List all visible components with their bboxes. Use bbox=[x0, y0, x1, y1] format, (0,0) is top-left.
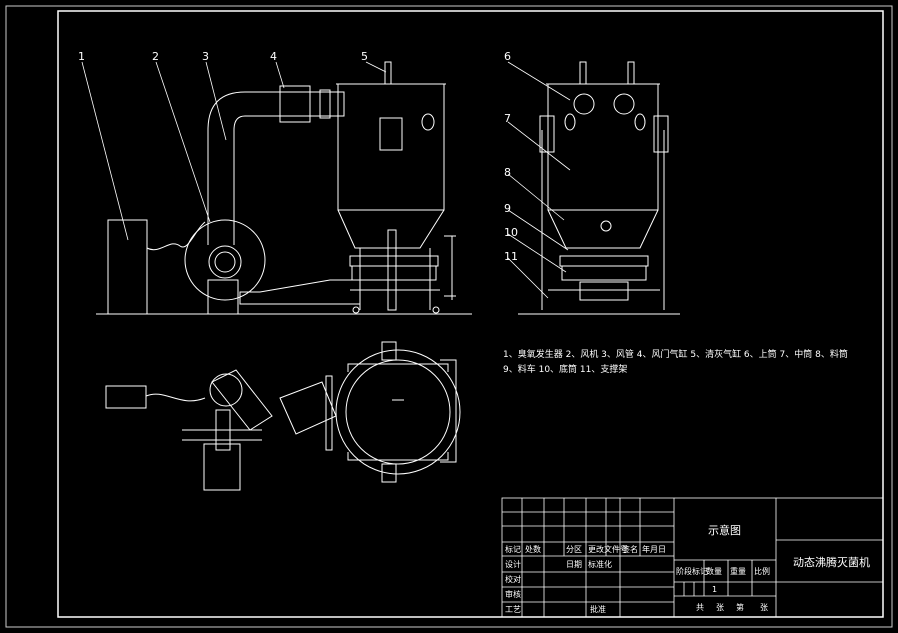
callout-2: 2 bbox=[152, 50, 159, 63]
front-elevation bbox=[96, 61, 472, 315]
callout-6: 6 bbox=[504, 50, 511, 63]
callout-labels: 1 2 3 4 5 6 7 8 9 10 11 bbox=[78, 50, 518, 263]
tb-qty: 数量 bbox=[706, 566, 722, 576]
tb-qty-value: 1 bbox=[712, 585, 717, 594]
callout-3: 3 bbox=[202, 50, 209, 63]
tb-weight: 重量 bbox=[730, 566, 746, 576]
tb-review: 审核 bbox=[505, 589, 521, 599]
callout-5: 5 bbox=[361, 50, 368, 63]
callout-11: 11 bbox=[504, 250, 518, 263]
legend-line-1: 1、臭氧发生器 2、风机 3、风管 4、风门气缸 5、清灰气缸 6、上筒 7、中… bbox=[503, 348, 848, 360]
callout-10: 10 bbox=[504, 226, 518, 239]
callout-4: 4 bbox=[270, 50, 277, 63]
tb-scale: 比例 bbox=[754, 566, 770, 576]
plan-view bbox=[105, 341, 461, 491]
title-block bbox=[501, 497, 884, 618]
callout-9: 9 bbox=[504, 202, 511, 215]
callout-8: 8 bbox=[504, 166, 511, 179]
outer-frame bbox=[5, 5, 893, 628]
callout-7: 7 bbox=[504, 112, 511, 125]
tb-sheet-total: 共 bbox=[696, 603, 704, 612]
tb-stage: 阶段标记 bbox=[676, 566, 708, 576]
tb-product: 动态沸腾灭菌机 bbox=[793, 555, 870, 569]
side-elevation bbox=[518, 61, 680, 315]
legend: 1、臭氧发生器 2、风机 3、风管 4、风门气缸 5、清灰气缸 6、上筒 7、中… bbox=[503, 348, 848, 375]
tb-sheet-unit: 张 bbox=[716, 603, 724, 612]
tb-header-1: 处数 bbox=[525, 544, 541, 554]
tb-header-4: 签名 bbox=[622, 544, 638, 554]
title-block-text: 示意图 动态沸腾灭菌机 标记 处数 分区 更改文件号 签名 年月日 设计 日期 … bbox=[505, 523, 870, 614]
tb-sheet-no: 第 bbox=[736, 602, 744, 612]
tb-caption: 示意图 bbox=[708, 523, 741, 537]
callout-1: 1 bbox=[78, 50, 85, 63]
tb-header-2: 分区 bbox=[566, 545, 582, 554]
leader-lines bbox=[81, 61, 571, 299]
tb-date: 日期 bbox=[566, 560, 582, 569]
tb-header-5: 年月日 bbox=[642, 544, 666, 554]
legend-line-2: 9、料车 10、底筒 11、支撑架 bbox=[503, 363, 627, 375]
inner-frame bbox=[57, 10, 884, 618]
tb-process: 工艺 bbox=[505, 605, 521, 614]
tb-header-0: 标记 bbox=[505, 544, 521, 554]
tb-check: 校对 bbox=[505, 574, 521, 584]
tb-std: 标准化 bbox=[588, 559, 612, 569]
tb-approve: 批准 bbox=[590, 604, 606, 614]
tb-sheet-unit2: 张 bbox=[760, 603, 768, 612]
tb-design: 设计 bbox=[505, 559, 521, 569]
tb-header-3: 更改文件号 bbox=[588, 544, 628, 554]
